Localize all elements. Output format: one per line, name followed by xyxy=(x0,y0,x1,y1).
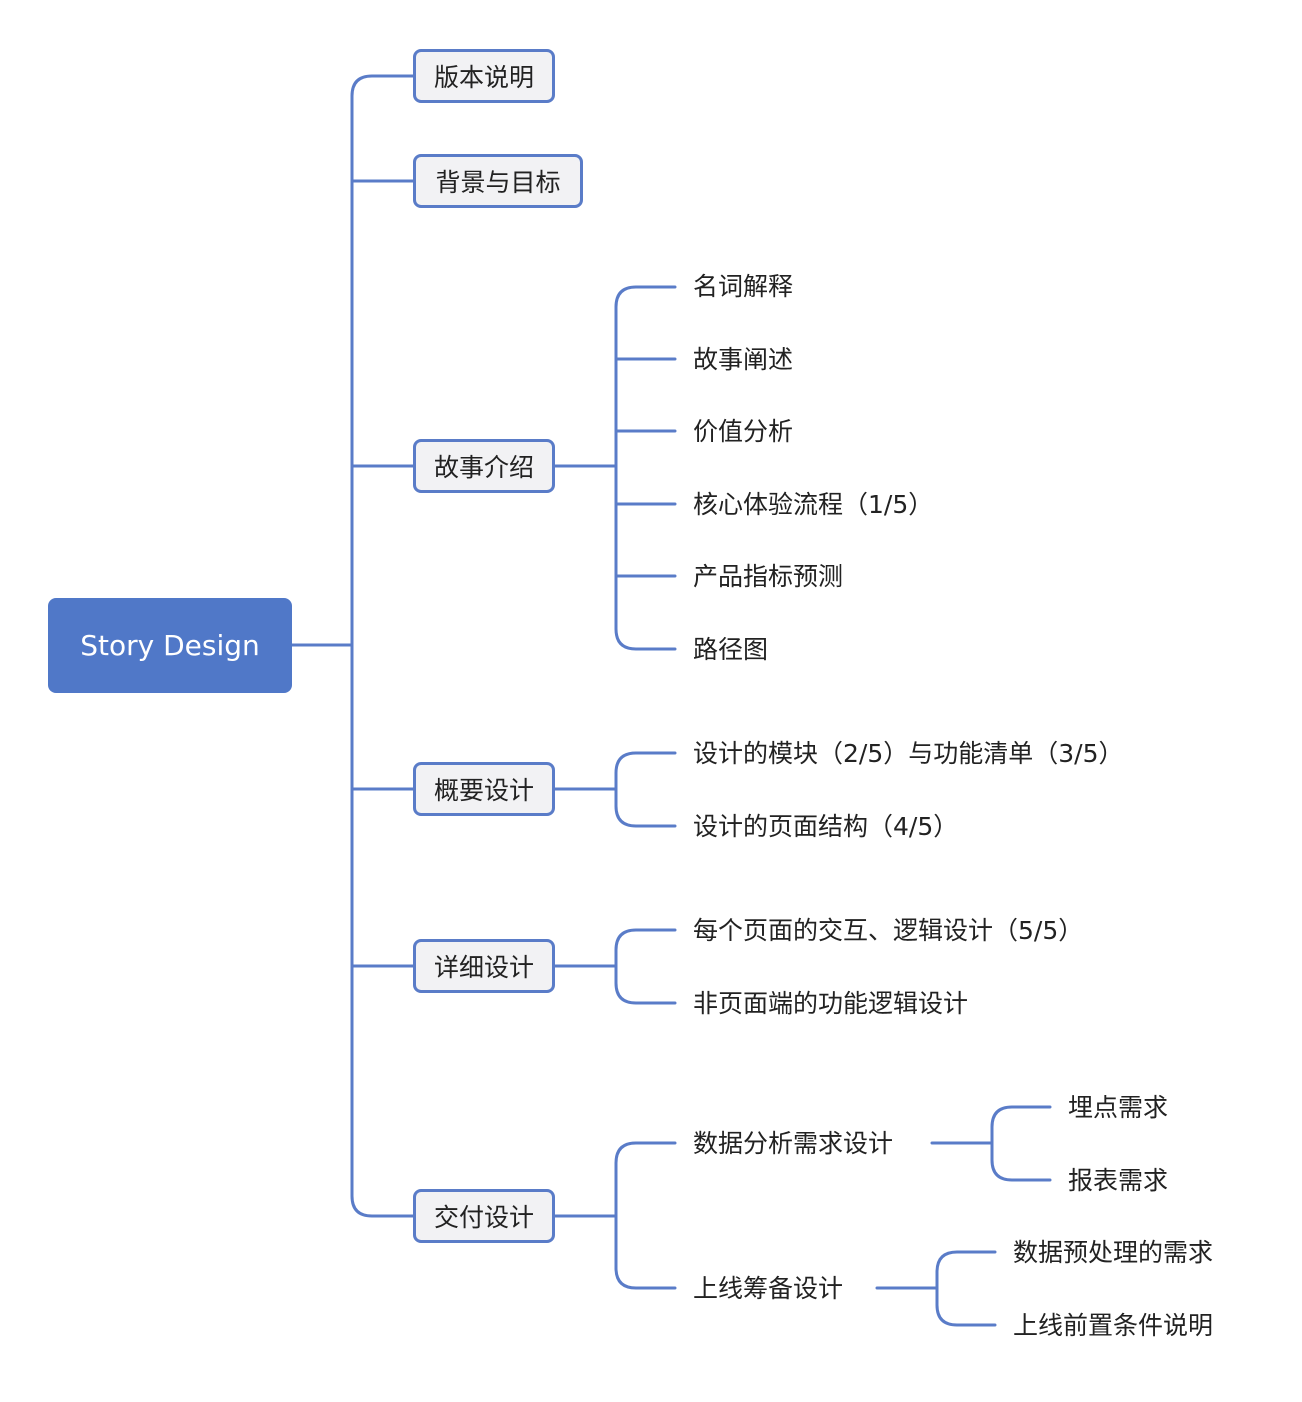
leaf-page-structure[interactable]: 设计的页面结构（4/5） xyxy=(693,812,959,841)
leaf-report-req[interactable]: 报表需求 xyxy=(1068,1166,1169,1195)
leaf-core-flow[interactable]: 核心体验流程（1/5） xyxy=(693,490,934,519)
connector-detailed-design xyxy=(553,928,677,1005)
connector-root xyxy=(290,74,415,1218)
connector-outline-design xyxy=(553,751,677,828)
branch-outline-design[interactable]: 概要设计 xyxy=(413,762,555,816)
leaf-metric-forecast[interactable]: 产品指标预测 xyxy=(693,562,844,591)
leaf-value-analysis[interactable]: 价值分析 xyxy=(693,417,794,446)
leaf-launch-prep[interactable]: 上线筹备设计 xyxy=(693,1274,844,1303)
root-node-story-design[interactable]: Story Design xyxy=(48,598,292,693)
leaf-non-page-logic[interactable]: 非页面端的功能逻辑设计 xyxy=(693,989,969,1018)
leaf-story-narrative[interactable]: 故事阐述 xyxy=(693,345,794,374)
leaf-data-analysis-req[interactable]: 数据分析需求设计 xyxy=(693,1129,894,1158)
leaf-glossary[interactable]: 名词解释 xyxy=(693,272,794,301)
leaf-data-preprocess-req[interactable]: 数据预处理的需求 xyxy=(1013,1238,1214,1267)
branch-story-intro[interactable]: 故事介绍 xyxy=(413,439,555,493)
branch-delivery-design[interactable]: 交付设计 xyxy=(413,1189,555,1243)
leaf-modules-features[interactable]: 设计的模块（2/5）与功能清单（3/5） xyxy=(693,739,1124,768)
leaf-launch-preconditions[interactable]: 上线前置条件说明 xyxy=(1013,1311,1214,1340)
connector-story-intro xyxy=(553,285,677,651)
leaf-page-interaction[interactable]: 每个页面的交互、逻辑设计（5/5） xyxy=(693,916,1084,945)
branch-background-goals[interactable]: 背景与目标 xyxy=(413,154,583,208)
branch-detailed-design[interactable]: 详细设计 xyxy=(413,939,555,993)
connector-delivery-design xyxy=(553,1141,677,1290)
leaf-tracking-req[interactable]: 埋点需求 xyxy=(1068,1093,1169,1122)
connector-data-analysis xyxy=(930,1105,1052,1182)
branch-version-notes[interactable]: 版本说明 xyxy=(413,49,555,103)
leaf-path-map[interactable]: 路径图 xyxy=(693,635,769,664)
connector-launch-prep xyxy=(875,1250,997,1327)
